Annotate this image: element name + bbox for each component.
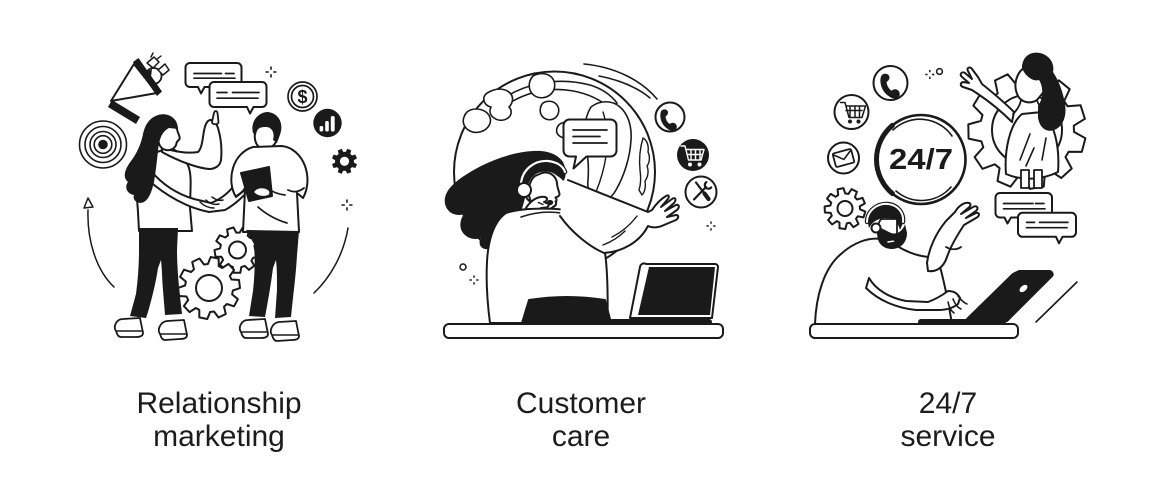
svg-text:24/7: 24/7 [889, 144, 953, 176]
svg-text:$: $ [297, 87, 307, 107]
